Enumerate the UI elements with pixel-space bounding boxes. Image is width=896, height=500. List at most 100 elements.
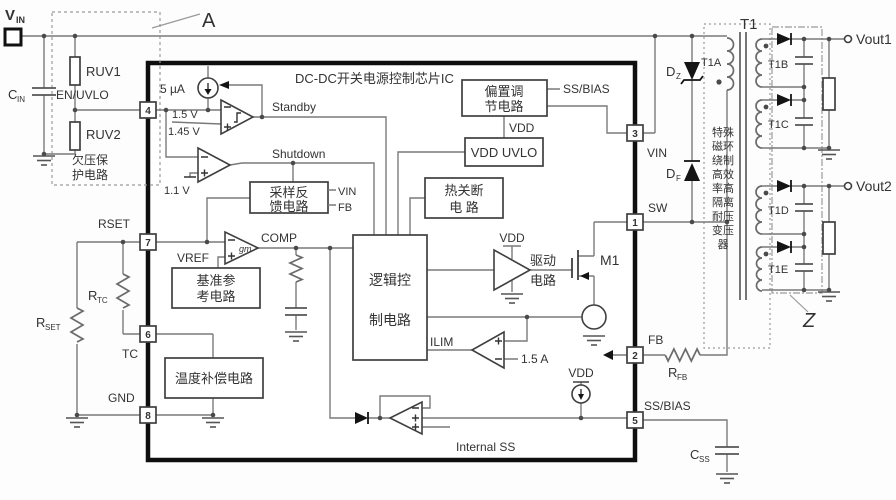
ref-block-label-2: 考电路: [196, 289, 235, 304]
label-5ua: 5 µA: [160, 82, 185, 96]
txf-row-8: 器: [718, 238, 729, 251]
block-temp-compensation: [164, 357, 264, 399]
z-pointer-line: [789, 294, 809, 313]
cin-label-main: C: [8, 87, 17, 102]
logic-block-label-1: 逻辑控: [369, 272, 411, 288]
pin-3-number: 3: [632, 129, 638, 140]
pin-3: 3: [626, 124, 644, 142]
callout-a: A: [202, 10, 216, 32]
uvlo-box-label-2: 护电路: [72, 167, 108, 182]
diodes: [219, 33, 792, 424]
pin-8: 8: [139, 406, 157, 424]
rset-label-sub: SET: [45, 323, 61, 332]
rectifier-diode-3: [777, 180, 791, 192]
amplifiers: [184, 98, 532, 436]
winding-t1c: [755, 99, 763, 149]
css-label-main: C: [690, 447, 699, 462]
rtc-label-main: R: [88, 288, 97, 303]
resistor-rtc: [115, 273, 131, 309]
pin5-name-label: SS/BIAS: [644, 399, 691, 413]
txf-row-4: 率高: [712, 181, 734, 195]
df-label-main: D: [666, 166, 675, 181]
ic-pins: 4 7 6 8 3 1 2 5: [139, 101, 644, 429]
pin-7-number: 7: [145, 238, 151, 249]
bias-block-label-2: 节电路: [484, 99, 523, 114]
vdd-uvlo-block-label: VDD UVLO: [471, 145, 537, 160]
label-comp: COMP: [261, 231, 297, 245]
rtc-label-sub: TC: [97, 296, 108, 305]
pin6-name-label: TC: [122, 347, 138, 361]
vout2-label: Vout2: [856, 178, 892, 194]
resistor-comp: [287, 254, 305, 283]
gate-driver-amplifier: [493, 248, 532, 292]
winding-t1a: [726, 37, 735, 91]
rectifier-box: [771, 26, 823, 294]
driver-label-2: 电路: [530, 273, 556, 288]
block-thermal-shutdown: [424, 177, 504, 219]
pin-5: 5: [626, 411, 644, 429]
label-m1: M1: [600, 252, 620, 268]
pin-7: 7: [139, 233, 157, 251]
rectifier-diode-2: [777, 94, 791, 106]
logic-block-label-2: 制电路: [369, 312, 411, 328]
hysteresis-feedback-arrow: [219, 81, 229, 89]
pin-5-number: 5: [632, 416, 638, 427]
driver-label-1: 驱动: [530, 253, 556, 268]
transformer-vertical-note: 特殊 磁环 绕制 高效 率高 隔离 耐压 变压 器: [712, 125, 734, 251]
rfb-label-sub: FB: [677, 373, 687, 382]
mosfet-m1: [571, 250, 589, 280]
vout1-terminal: [843, 34, 853, 44]
vin-terminal: [3, 27, 23, 47]
pin-8-number: 8: [145, 411, 151, 422]
txf-row-7: 变压: [712, 223, 734, 237]
internal-ss-buffer: [388, 400, 423, 436]
block-logic-control: [352, 234, 428, 361]
pin-1: 1: [626, 213, 644, 231]
txf-row-0: 特殊: [712, 125, 734, 139]
pin-6-number: 6: [145, 330, 151, 341]
pin-1-number: 1: [632, 218, 638, 229]
pin1-name-label: SW: [648, 201, 668, 215]
sample-block-label-1: 采样反: [269, 185, 308, 200]
df-label-sub: F: [676, 174, 681, 183]
capacitors: [32, 56, 813, 455]
winding-t1d: [755, 185, 763, 235]
vout2-terminal: [843, 181, 853, 191]
t1b-label: T1B: [768, 59, 788, 71]
pin4-name-label: EN/UVLO: [56, 88, 109, 102]
dz-label-sub: Z: [676, 72, 681, 81]
label-vdd-a: VDD: [509, 121, 535, 135]
txf-row-2: 绕制: [712, 154, 734, 167]
load-resistor-1: [822, 77, 836, 111]
label-ilim: ILIM: [430, 335, 453, 349]
vin-label-sub: IN: [16, 15, 25, 25]
ss-clamp-diode: [355, 412, 368, 424]
thermal-block-label-2: 电 路: [449, 200, 479, 215]
winding-t1b: [755, 38, 763, 88]
pin3-name-label: VIN: [647, 146, 667, 160]
label-gm: gm: [239, 244, 252, 254]
winding-t1e: [755, 246, 763, 292]
transformer-t1: [716, 32, 769, 300]
pin-2-number: 2: [632, 351, 638, 362]
active-devices: [197, 77, 607, 404]
t1e-label: T1E: [768, 264, 788, 276]
resistor-rset: [69, 307, 85, 343]
uvlo-box-label-1: 欠压保: [72, 152, 108, 167]
current-sense-element: [581, 304, 607, 330]
load-resistor-2: [822, 221, 836, 255]
pin7-name-label: RSET: [98, 217, 131, 231]
label-ilim-ref: 1.5 A: [521, 352, 548, 366]
bias-block-label-1: 偏置调: [484, 84, 523, 99]
pin-2: 2: [626, 346, 644, 364]
txf-row-3: 高效: [712, 167, 734, 181]
block-vdd-uvlo: [464, 137, 544, 167]
ruv2-label: RUV2: [86, 127, 121, 142]
pin-4: 4: [139, 101, 157, 119]
cin-label-sub: IN: [17, 95, 25, 104]
rset-label-main: R: [36, 315, 45, 330]
diode-df: [684, 163, 700, 181]
zener-dz: [684, 62, 700, 80]
